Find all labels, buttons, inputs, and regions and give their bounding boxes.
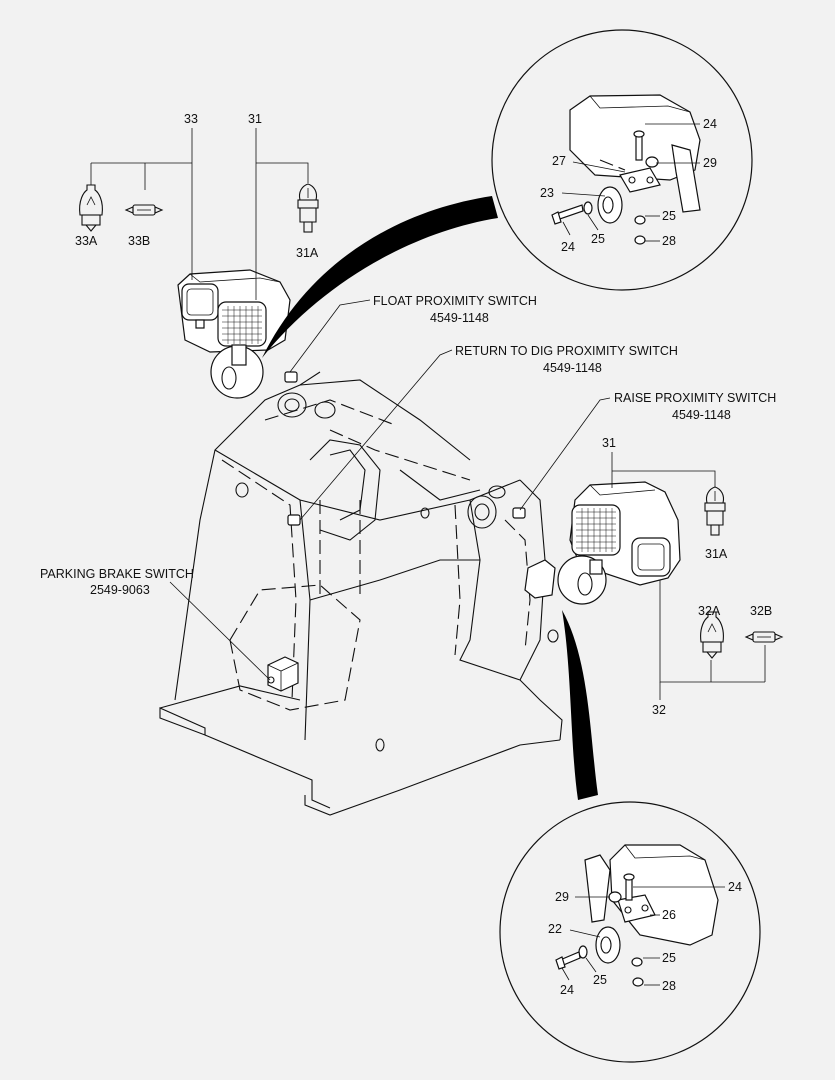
loader-frame (159, 371, 563, 816)
callout-numbers: 33 31 33A 33B 31A 31 31A 32A 32B 32 24 2… (75, 112, 772, 997)
parking-switch-part: 2549-9063 (90, 583, 150, 597)
left-work-lamp (177, 269, 291, 399)
bottom-zoom-band (562, 610, 598, 800)
return-switch-part: 4549-1148 (543, 361, 602, 375)
bottom-detail-callout: 22 (548, 922, 562, 936)
float-switch-part: 4549-1148 (430, 311, 489, 325)
bottom-detail-callout: 25 (593, 973, 607, 987)
bottom-detail-callout: 24 (728, 880, 742, 894)
callout-33b: 33B (128, 234, 150, 248)
top-detail-callout: 25 (591, 232, 605, 246)
callout-33a: 33A (75, 234, 98, 248)
callout-31a-right: 31A (705, 547, 728, 561)
right-work-lamp (524, 481, 681, 605)
bottom-detail-callout: 28 (662, 979, 676, 993)
return-switch-name: RETURN TO DIG PROXIMITY SWITCH (455, 344, 678, 358)
bottom-detail-callout: 25 (662, 951, 676, 965)
bottom-detail-callout: 29 (555, 890, 569, 904)
raise-switch-part: 4549-1148 (672, 408, 731, 422)
top-detail-callout: 25 (662, 209, 676, 223)
leader-lines (90, 128, 766, 700)
top-detail-callout: 24 (703, 117, 717, 131)
float-switch-name: FLOAT PROXIMITY SWITCH (373, 294, 537, 308)
callout-31-right: 31 (602, 436, 616, 450)
bulb-icon-32a (700, 611, 724, 659)
top-detail-view (491, 29, 753, 291)
top-detail-callout: 28 (662, 234, 676, 248)
bottom-detail-callout: 26 (662, 908, 676, 922)
callout-31-top: 31 (248, 112, 262, 126)
parking-switch-name: PARKING BRAKE SWITCH (40, 567, 194, 581)
callout-33: 33 (184, 112, 198, 126)
switch-labels: FLOAT PROXIMITY SWITCH 4549-1148 RETURN … (40, 294, 776, 597)
bulb-icon-31a-top (297, 183, 319, 233)
callout-32a: 32A (698, 604, 721, 618)
callout-32: 32 (652, 703, 666, 717)
raise-switch-name: RAISE PROXIMITY SWITCH (614, 391, 776, 405)
bulb-icon-33a (79, 184, 103, 232)
top-detail-callout: 29 (703, 156, 717, 170)
top-detail-callout: 27 (552, 154, 566, 168)
top-zoom-band (262, 196, 498, 358)
callout-32b: 32B (750, 604, 772, 618)
top-detail-callout: 23 (540, 186, 554, 200)
callout-31a-top: 31A (296, 246, 319, 260)
bottom-detail-callout: 24 (560, 983, 574, 997)
bottom-detail-view (499, 801, 761, 1063)
bulb-icon-33b (124, 204, 164, 216)
bulb-icon-32b (744, 631, 784, 643)
bulb-icon-31a-right (704, 486, 726, 536)
top-detail-callout: 24 (561, 240, 575, 254)
